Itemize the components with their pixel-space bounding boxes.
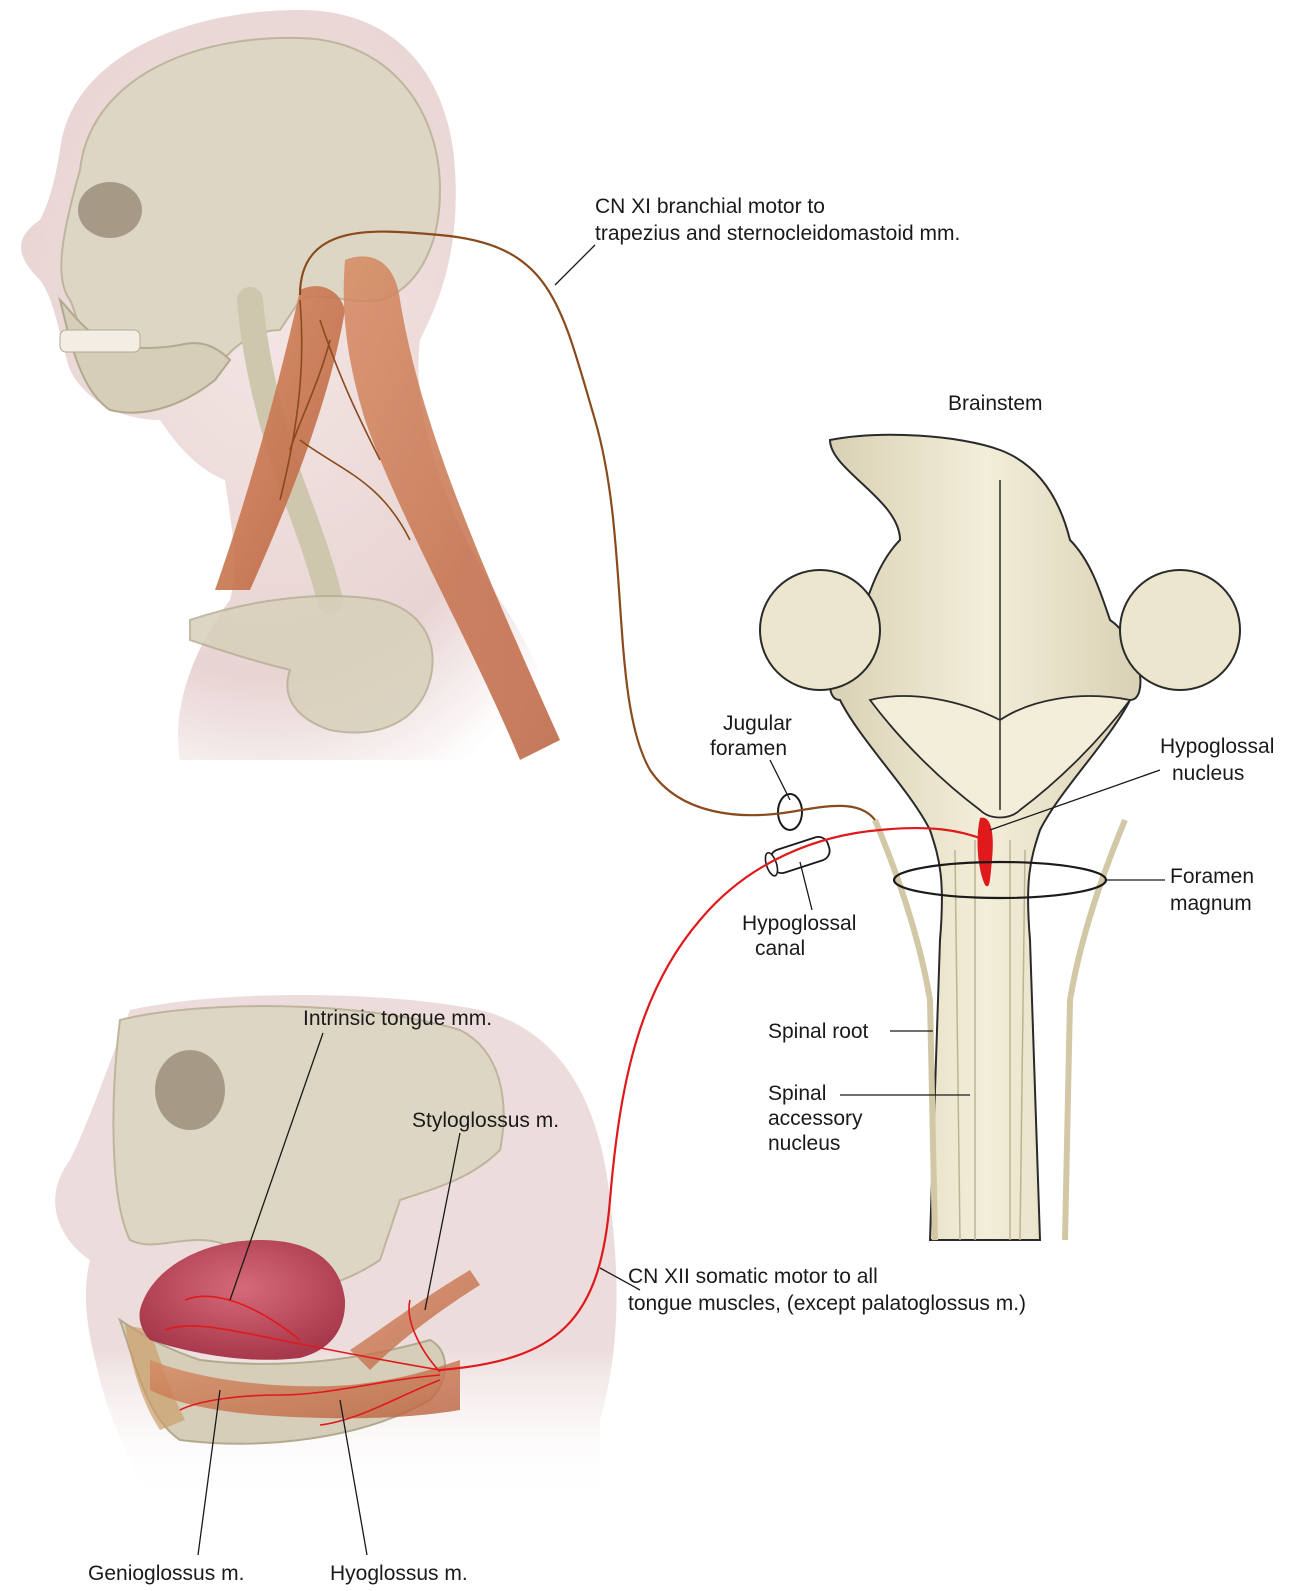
skull-head-illustration	[21, 10, 570, 760]
label-jugular-foramen: Jugular foramen	[710, 712, 798, 760]
left-cerebellar-peduncle	[760, 570, 880, 690]
label-genioglossus: Genioglossus m.	[88, 1562, 244, 1585]
leader-hypoglossal-canal	[800, 862, 812, 910]
label-cn-xii: CN XII somatic motor to all tongue muscl…	[628, 1265, 1026, 1315]
label-spinal-accessory-nucleus: Spinal accessory nucleus	[768, 1082, 868, 1155]
eye-orbit	[78, 182, 142, 238]
label-hypoglossal-canal: Hypoglossal canal	[742, 912, 862, 960]
label-brainstem: Brainstem	[948, 392, 1043, 415]
eye-orbit-lower	[155, 1050, 225, 1130]
leader-cn-xi	[555, 245, 595, 285]
teeth	[60, 330, 140, 352]
label-cn-xi: CN XI branchial motor to trapezius and s…	[595, 195, 960, 245]
spinal-root-right	[1065, 820, 1125, 1240]
label-hypoglossal-nucleus: Hypoglossal nucleus	[1160, 735, 1280, 785]
label-hyoglossus: Hyoglossus m.	[330, 1562, 468, 1585]
right-cerebellar-peduncle	[1120, 570, 1240, 690]
label-styloglossus: Styloglossus m.	[412, 1109, 559, 1132]
label-spinal-root: Spinal root	[768, 1020, 869, 1043]
leader-jugular-foramen	[770, 760, 790, 800]
label-foramen-magnum: Foramen magnum	[1170, 865, 1260, 915]
label-intrinsic-tongue: Intrinsic tongue mm.	[303, 1007, 492, 1030]
tongue-skull-illustration	[55, 995, 616, 1500]
spinal-root-left	[875, 820, 935, 1240]
